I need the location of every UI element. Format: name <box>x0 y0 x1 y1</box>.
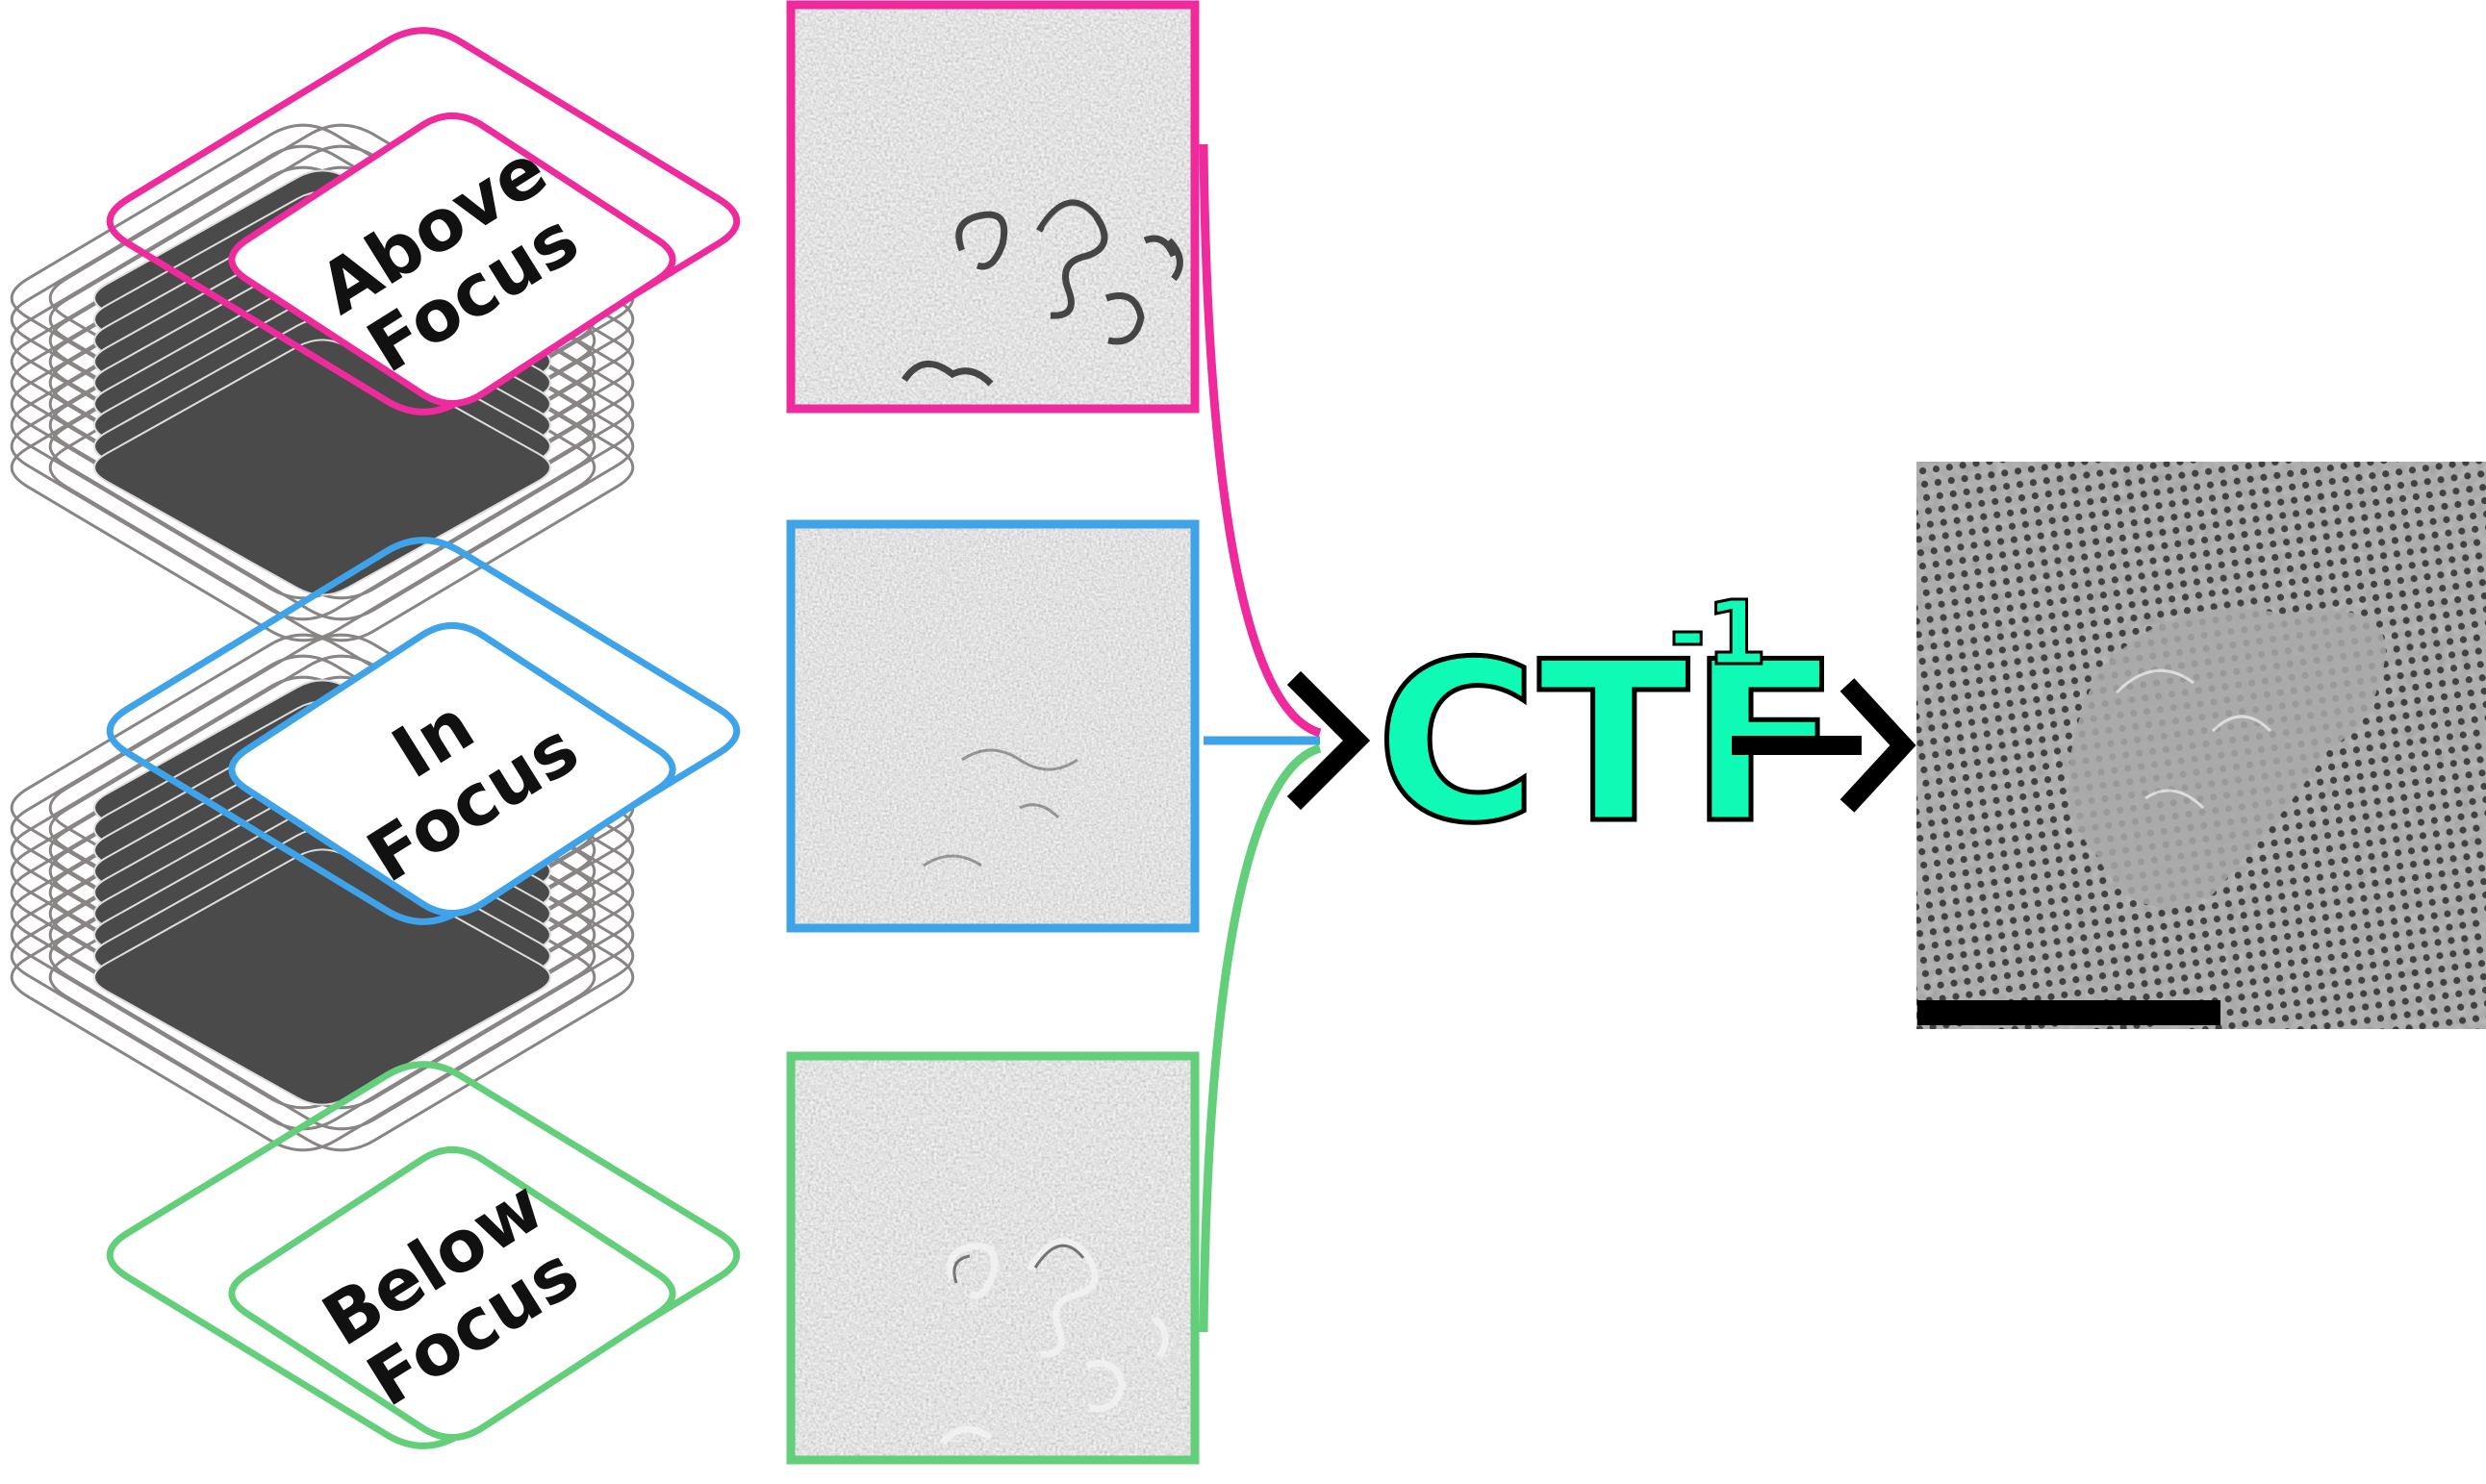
connector-below <box>1199 743 1322 1333</box>
ctf-exponent: -1 <box>1669 582 1767 685</box>
plane-inner-outline <box>228 113 676 407</box>
arrow-right-icon <box>1732 678 1916 813</box>
reconstructed-image <box>1916 462 2486 1029</box>
scale-bar <box>1917 1000 2220 1025</box>
micrograph-above-focus <box>786 0 1200 414</box>
micrograph-in-focus <box>786 519 1200 933</box>
micrograph-below-focus <box>786 1051 1200 1465</box>
inverse-ctf-operator: CTF -1 <box>1374 581 1843 875</box>
chevron-right-icon <box>1286 670 1371 811</box>
plane-inner-outline <box>228 622 676 917</box>
connector-above <box>1199 143 1322 738</box>
connector-lines <box>1199 143 1322 1333</box>
plane-inner-outline <box>228 1146 676 1441</box>
